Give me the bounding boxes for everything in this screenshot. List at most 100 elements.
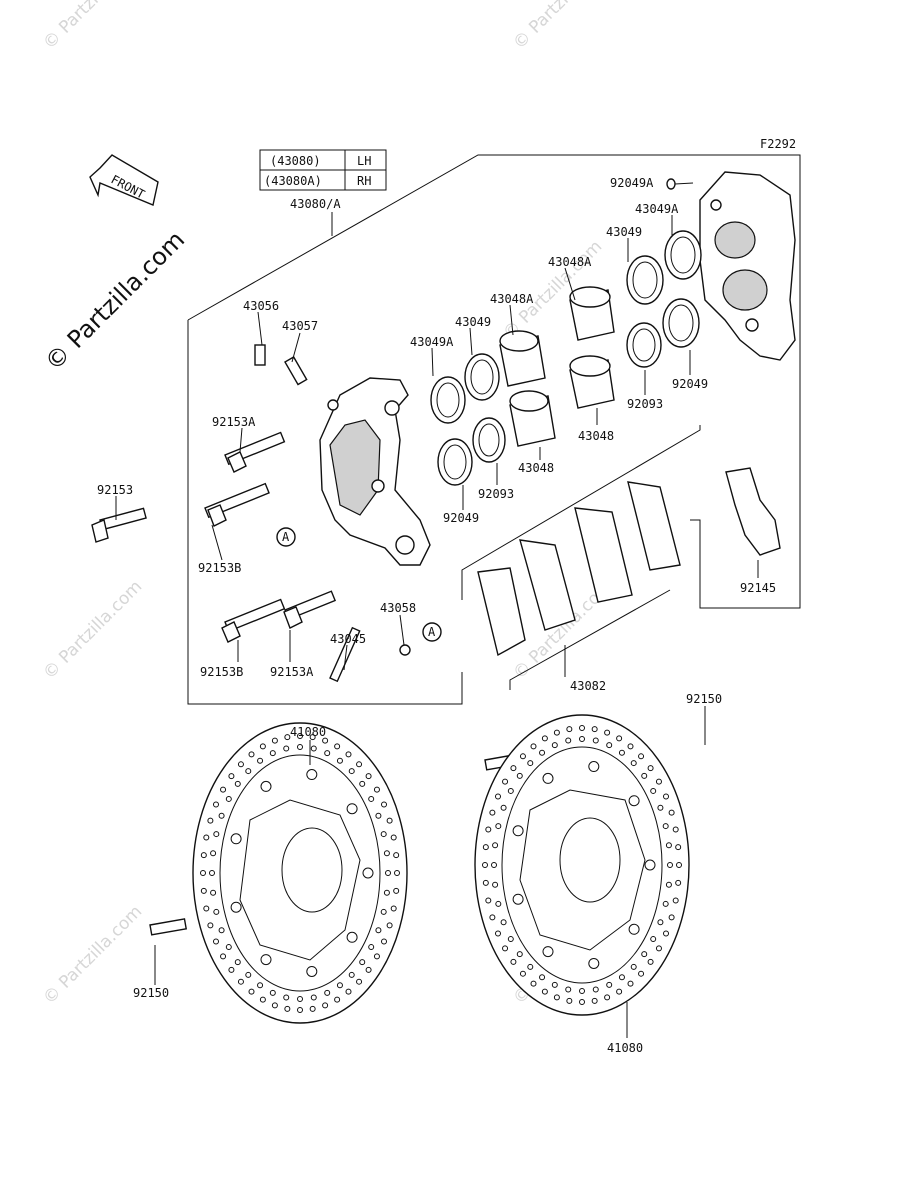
disc-hole — [638, 970, 645, 977]
disc-hole — [527, 963, 534, 970]
disc-hole — [359, 959, 366, 966]
disc-hole — [297, 996, 303, 1002]
part-label-92153: 92153 — [97, 483, 133, 497]
disc-hole — [662, 900, 669, 907]
disc-hole — [579, 988, 585, 994]
disc-hole — [248, 751, 255, 758]
disc-hole — [618, 749, 625, 756]
disc-hole — [675, 879, 682, 886]
disc-hole — [385, 870, 391, 876]
disc-hole — [565, 737, 572, 744]
part-label-92093-left: 92093 — [478, 487, 514, 501]
disc-hole — [213, 831, 220, 838]
disc-hole — [606, 981, 613, 988]
disc-hole — [492, 881, 499, 888]
disc-hole — [200, 852, 207, 859]
disc-hole — [297, 733, 303, 739]
disc-hole — [334, 996, 341, 1003]
part-label-92153a-bottom: 92153A — [270, 665, 314, 679]
part-label-41080-right: 41080 — [607, 1041, 643, 1055]
disc-hole — [618, 974, 625, 981]
disc-hole — [542, 772, 554, 784]
right-caliper — [699, 171, 796, 361]
disc-hole — [237, 978, 244, 985]
seals-and-pistons — [430, 178, 702, 486]
figure-code: F2292 — [760, 137, 796, 151]
disc-hole — [346, 931, 358, 943]
part-label-43049-left: 43049 — [455, 315, 491, 329]
disc-hole — [638, 753, 645, 760]
disc-hole — [657, 804, 664, 811]
disc-hole — [628, 795, 640, 807]
disc-hole — [641, 951, 648, 958]
disc-hole — [630, 963, 637, 970]
disc-hole — [225, 795, 232, 802]
disc-hole — [237, 761, 244, 768]
disc-hole — [213, 908, 220, 915]
disc-hole — [218, 812, 225, 819]
disc-hole — [491, 862, 497, 868]
disc-hole — [591, 726, 598, 733]
disc-hole — [336, 757, 343, 764]
disc-hole — [218, 927, 225, 934]
disc-hole — [362, 867, 374, 879]
disc-hole — [519, 753, 526, 760]
disc-hole — [530, 743, 537, 750]
right-brake-disc — [474, 714, 690, 1016]
disc-hole — [234, 780, 241, 787]
disc-hole — [390, 905, 397, 912]
disc-hole — [627, 743, 634, 750]
disc-hole — [348, 971, 355, 978]
disc-hole — [359, 780, 366, 787]
disc-hole — [234, 959, 241, 966]
disc-hole — [527, 760, 534, 767]
disc-hole — [663, 793, 670, 800]
part-labels: 92049A 43049A 43049 43048A 43048A 43049 … — [97, 176, 776, 1055]
disc-hole — [606, 742, 613, 749]
disc-hole — [650, 936, 657, 943]
disc-hole — [676, 862, 682, 868]
disc-hole — [228, 773, 235, 780]
disc-hole — [502, 945, 509, 952]
disc-hole — [657, 919, 664, 926]
disc-hole — [628, 923, 640, 935]
disc-hole — [383, 850, 390, 857]
side-table: (43080) LH (43080A) RH — [259, 149, 387, 191]
disc-hole — [616, 735, 623, 742]
disc-hole — [565, 986, 572, 993]
disc-hole — [210, 850, 217, 857]
disc-hole — [553, 729, 560, 736]
disc-hole — [306, 769, 318, 781]
disc-hole — [492, 842, 499, 849]
disc-hole — [297, 1007, 303, 1013]
disc-hole — [495, 900, 502, 907]
disc-hole — [530, 980, 537, 987]
disc-hole — [647, 765, 654, 772]
part-label-92153b-bottom: 92153B — [200, 665, 243, 679]
disc-hole — [512, 893, 524, 905]
disc-hole — [592, 737, 599, 744]
leader-lines — [115, 182, 759, 1038]
disc-hole — [667, 862, 673, 868]
table-code-rh: (43080A) — [264, 174, 322, 188]
disc-hole — [381, 801, 388, 808]
disc-hole — [539, 974, 546, 981]
disc-hole — [310, 745, 317, 752]
disc-hole — [551, 742, 558, 749]
disc-hole — [495, 823, 502, 830]
left-brake-disc — [192, 722, 408, 1024]
disc-hole — [542, 946, 554, 958]
disc-hole — [627, 980, 634, 987]
disc-hole — [485, 826, 492, 833]
disc-hole — [334, 743, 341, 750]
part-label-92153a-top: 92153A — [212, 415, 256, 429]
disc-hole — [393, 852, 400, 859]
disc-hole — [592, 986, 599, 993]
disc-hole — [284, 1005, 291, 1012]
disc-hole — [257, 982, 264, 989]
disc-hole — [551, 981, 558, 988]
disc-hole — [647, 958, 654, 965]
disc-hole — [207, 922, 214, 929]
disc-hole — [220, 786, 227, 793]
